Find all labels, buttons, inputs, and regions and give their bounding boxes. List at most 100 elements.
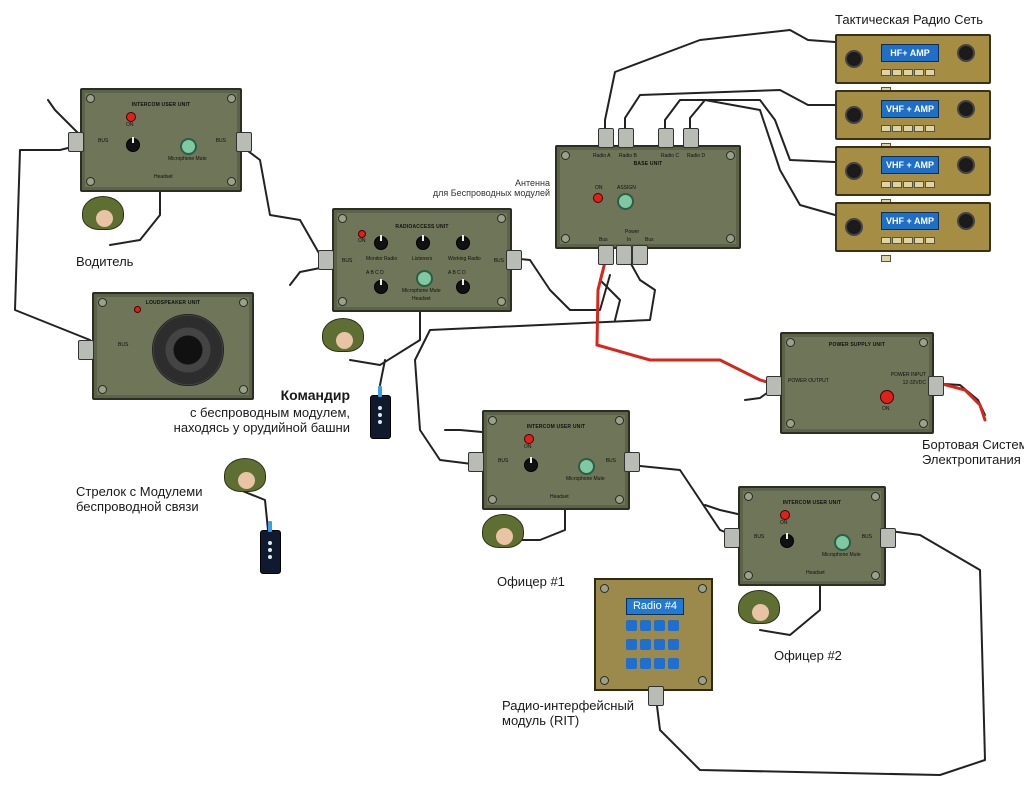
- on-led-icon: [358, 230, 366, 238]
- mute-label: Microphone Mute: [566, 476, 605, 482]
- screw-icon: [698, 676, 707, 685]
- screw-icon: [698, 584, 707, 593]
- bus-connector: [318, 250, 334, 270]
- screw-icon: [726, 151, 735, 160]
- screw-icon: [561, 151, 570, 160]
- power-on-button[interactable]: [880, 390, 894, 404]
- radio-knob-icon: [845, 218, 863, 236]
- gunner-helmet-icon: [224, 458, 266, 492]
- screw-icon: [786, 338, 795, 347]
- bus-label-right: BUS: [493, 258, 504, 264]
- screw-icon: [239, 385, 248, 394]
- assign-button[interactable]: [617, 193, 634, 210]
- screw-icon: [744, 492, 753, 501]
- screw-icon: [239, 298, 248, 307]
- on-label: ON: [882, 406, 890, 412]
- mute-label: Microphone Mute: [402, 288, 441, 294]
- on-label: ON: [358, 238, 366, 244]
- bus-connector: [724, 528, 740, 548]
- radio-knob-icon: [957, 100, 975, 118]
- on-label: ON: [595, 185, 603, 191]
- radioaccess-unit[interactable]: RADIOACCESS UNIT ON Monitor Radio Listen…: [332, 208, 512, 312]
- mic-mute-button[interactable]: [578, 458, 595, 475]
- stub-left-ius1: [47, 99, 81, 136]
- working-knob-icon[interactable]: [456, 235, 470, 250]
- screw-icon: [600, 584, 609, 593]
- monitor-label: Monitor Radio: [366, 256, 398, 262]
- cable-ius1-ras: [239, 144, 321, 256]
- monitor-knob-icon[interactable]: [374, 235, 388, 250]
- base-unit[interactable]: Radio A Radio B Radio C Radio D BASE UNI…: [555, 145, 741, 249]
- radio-knob-icon: [845, 50, 863, 68]
- screw-icon: [338, 214, 347, 223]
- volume-knob-icon[interactable]: [524, 457, 538, 472]
- screw-icon: [227, 177, 236, 186]
- cable-ius3-rit: [654, 529, 986, 776]
- working-label: Working Radio: [448, 256, 481, 262]
- mic-mute-button[interactable]: [180, 138, 197, 155]
- radio-keypad: [881, 176, 941, 206]
- rit-display: Radio #4: [626, 598, 684, 615]
- stub-left-ras: [289, 267, 321, 286]
- officer1-helmet-icon: [482, 514, 524, 548]
- cable-ras-base: [509, 257, 611, 311]
- on-led-icon: [593, 193, 603, 203]
- bus-label-left: BUS: [754, 534, 765, 540]
- volume-knob-icon[interactable]: [780, 533, 794, 548]
- mute-label: Microphone Mute: [168, 156, 207, 162]
- radio-1[interactable]: HF+ AMP: [835, 34, 991, 94]
- radio-3[interactable]: VHF + AMP: [835, 146, 991, 206]
- unit-title: LOUDSPEAKER UNIT: [145, 300, 201, 306]
- stub-left-ius2: [444, 429, 483, 433]
- volume-knob-icon[interactable]: [126, 137, 140, 152]
- cable-ius1-headset: [109, 189, 161, 246]
- rit-label-2: модуль (RIT): [502, 713, 580, 728]
- radio-2[interactable]: VHF + AMP: [835, 90, 991, 150]
- screw-icon: [497, 214, 506, 223]
- screw-icon: [871, 571, 880, 580]
- cable-ius3-headset: [759, 579, 821, 636]
- radio-a-label: Radio A: [593, 153, 611, 159]
- mic-mute-button[interactable]: [834, 534, 851, 551]
- screw-icon: [871, 492, 880, 501]
- screw-icon: [98, 298, 107, 307]
- cable-ius2-headset: [514, 507, 566, 541]
- screw-icon: [497, 297, 506, 306]
- loudspeaker-unit[interactable]: LOUDSPEAKER UNIT BUS: [92, 292, 254, 400]
- on-led-icon: [126, 112, 136, 122]
- antenna-label-2: для Беспроводных модулей: [432, 188, 550, 198]
- headset-label: Headset: [806, 570, 825, 576]
- bus-connector: [68, 132, 84, 152]
- abcd-label-2: A B C D: [448, 270, 466, 276]
- bus-connector: [880, 528, 896, 548]
- intercom-unit-2[interactable]: INTERCOM USER UNIT ON Microphone Mute He…: [482, 410, 630, 510]
- power-in-connector: [928, 376, 944, 396]
- commander-desc-2: находясь у орудийной башни: [173, 420, 350, 435]
- on-label: ON: [524, 444, 532, 450]
- intercom-unit-1[interactable]: INTERCOM USER UNIT ON Microphone Mute He…: [80, 88, 242, 192]
- commander-helmet-icon: [322, 318, 364, 352]
- bus-label-left: Bus: [599, 237, 608, 243]
- cable-radio4: [689, 99, 836, 216]
- radio-knob-icon: [845, 162, 863, 180]
- onboard-power-label-1: Бортовая Система: [922, 437, 1024, 452]
- bus-label-right: BUS: [215, 138, 226, 144]
- power-supply-unit[interactable]: POWER SUPPLY UNIT POWER OUTPUT POWER INP…: [780, 332, 934, 434]
- radio-b-label: Radio B: [619, 153, 637, 159]
- power-input-label: POWER INPUT: [890, 372, 926, 378]
- working-select-knob-icon[interactable]: [456, 279, 470, 294]
- power-output-label: POWER OUTPUT: [788, 378, 829, 384]
- intercom-unit-3[interactable]: INTERCOM USER UNIT ON Microphone Mute He…: [738, 486, 886, 586]
- cable-radio1: [604, 29, 836, 145]
- power-out-connector: [766, 376, 782, 396]
- mic-mute-button[interactable]: [416, 270, 433, 287]
- monitor-select-knob-icon[interactable]: [374, 279, 388, 294]
- rit-module[interactable]: Radio #4: [594, 578, 713, 691]
- rit-keypad[interactable]: [626, 620, 688, 677]
- listeners-knob-icon[interactable]: [416, 235, 430, 250]
- radio-4[interactable]: VHF + AMP: [835, 202, 991, 262]
- officer2-label: Офицер #2: [774, 648, 842, 663]
- bus-connector: [598, 245, 614, 265]
- radio-knob-icon: [957, 156, 975, 174]
- screw-icon: [615, 495, 624, 504]
